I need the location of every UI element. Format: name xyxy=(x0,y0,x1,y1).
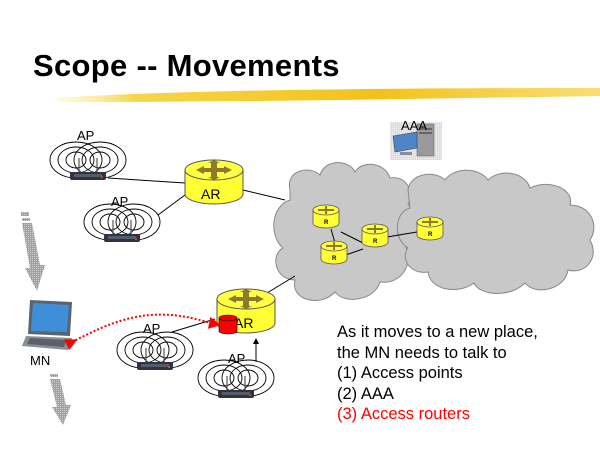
access-point-2-label: AP xyxy=(111,194,128,209)
title-underline xyxy=(52,88,600,102)
caption-line-2: the MN needs to talk to xyxy=(337,343,507,362)
access-point-4-label: AP xyxy=(228,351,245,366)
highlight-marker-icon xyxy=(218,314,238,335)
core-router-1-label: R xyxy=(324,220,329,226)
caption-item-aaa: (2) AAA xyxy=(337,384,394,403)
laptop-icon xyxy=(22,300,72,350)
core-router-3-label: R xyxy=(373,239,378,245)
caption-text: As it moves to a new place, the MN needs… xyxy=(337,322,538,425)
mobile-node-label: MN xyxy=(30,353,50,368)
access-point-3 xyxy=(116,331,194,371)
access-point-3-label: AP xyxy=(143,321,160,336)
access-router-1-label: AR xyxy=(201,186,220,202)
access-point-1-label: AP xyxy=(77,128,94,143)
access-point-1 xyxy=(49,141,127,181)
core-router-4-label: R xyxy=(428,232,433,238)
aaa-label: AAA xyxy=(401,118,427,133)
core-network-cloud-right xyxy=(396,169,595,294)
caption-item-access-routers: (3) Access routers xyxy=(337,405,470,423)
access-point-2 xyxy=(83,203,161,243)
core-network-cloud-left xyxy=(273,162,419,301)
access-point-icon xyxy=(116,331,194,371)
access-point-icon xyxy=(49,141,127,181)
aaa-server-icon xyxy=(390,122,442,160)
core-router-2-label: R xyxy=(332,256,337,262)
access-router-2-label: AR xyxy=(234,315,253,331)
slide-title: Scope -- Movements xyxy=(33,48,340,83)
signaling-path-arrow xyxy=(63,313,221,351)
movement-arrow-bottom-icon xyxy=(50,374,71,425)
movement-arrow-top-icon xyxy=(21,212,45,291)
caption-line-1: As it moves to a new place, xyxy=(337,323,538,341)
access-point-icon xyxy=(83,203,161,243)
caption-item-access-points: (1) Access points xyxy=(337,364,463,382)
